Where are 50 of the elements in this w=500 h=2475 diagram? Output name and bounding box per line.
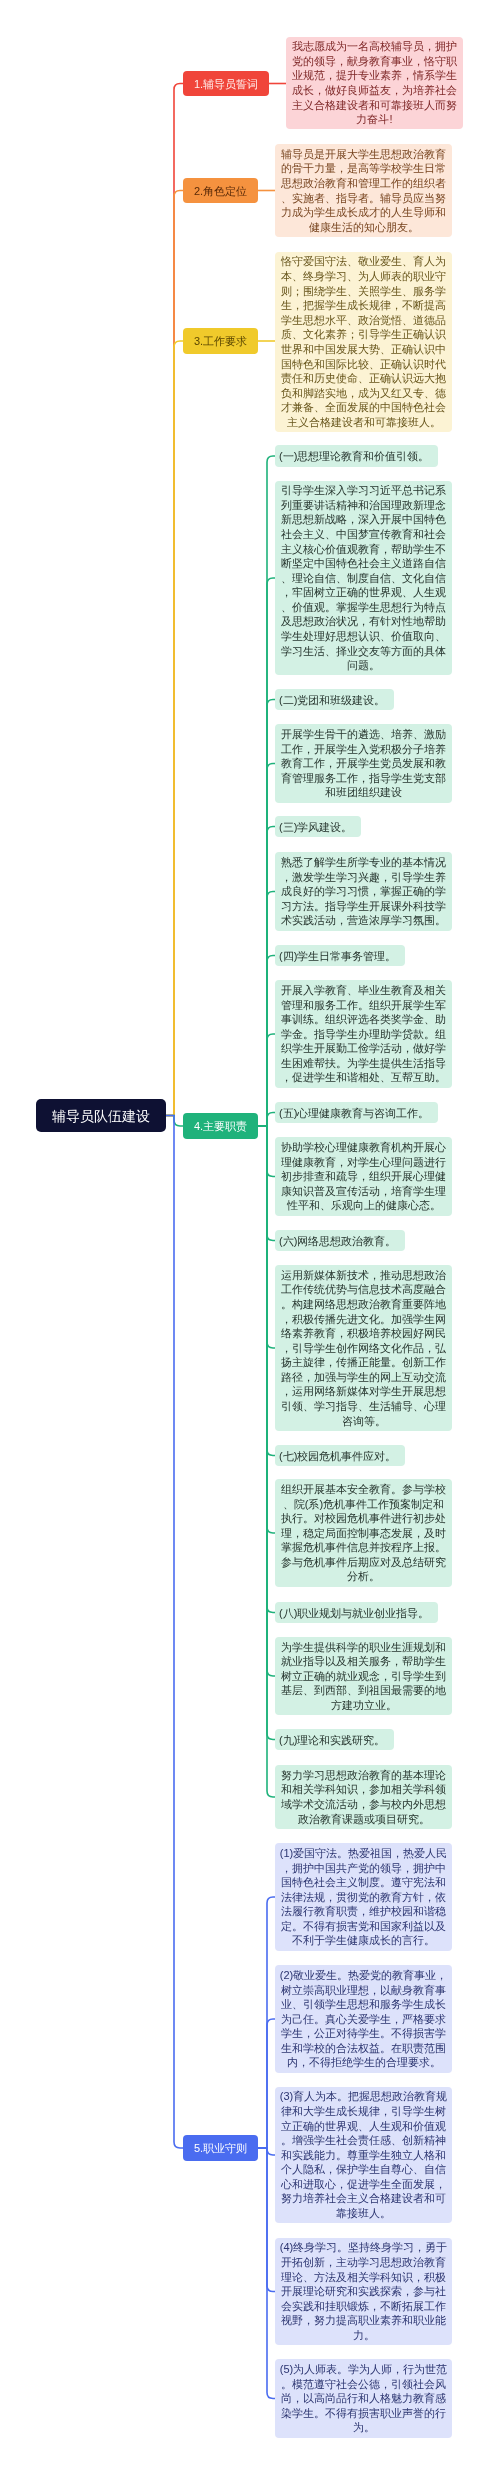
central-topic-box — [36, 1099, 166, 1132]
connector-line — [257, 2147, 276, 2400]
subtopic-box — [275, 445, 439, 467]
note-text: 开展入学教育、毕业生教育及相关管理和服务工作。组织开展学生军事训练。组织评选各类奖学金、助学金。指导学生办理助学贷款。组织学生开展勤工俭学活动，做好学生困难帮扶。为学生提供生活指导，促进学生和谐相处、互帮互助。 — [280, 982, 447, 1086]
note-text: 协助学校心理健康教育机构开展心理健康教育，对学生心理问题进行初步排查和疏导，组织开展心理健康知识普及宣传活动，培育学生理性平和、乐观向上的健康心态。 — [280, 1140, 447, 1213]
branch-topic-box — [183, 178, 258, 203]
subtopic-text: (二)党团和班级建设。 — [279, 692, 386, 707]
branch-topic-box — [183, 1113, 258, 1139]
subtopic-text: (三)学风建设。 — [279, 819, 353, 834]
subtopic-text: (一)思想理论教育和价值引领。 — [279, 449, 430, 463]
connector-line — [257, 340, 276, 342]
subtopic-text: (四)学生日常事务管理。 — [279, 948, 397, 963]
subtopic-box — [275, 945, 406, 966]
note-text: (3)育人为本。把握思想政治教育规律和大学生成长规律，引导学生树立正确的世界观、人生观和价值观。增强学生社会责任感、创新精神和实践能力。尊重学生独立人格和个人隐私，保护学生自尊心、自信心和进取心，促进学生全面发展，努力培养社会主义合格建设者和可靠接班人。 — [279, 2089, 448, 2221]
subtopic-box — [275, 816, 362, 837]
subtopic-text: (九)理论和实践研究。 — [279, 1732, 386, 1747]
branch-topic-text: 1.辅导员誓词 — [193, 76, 259, 91]
subtopic-box — [275, 1102, 439, 1123]
subtopic-box — [275, 1729, 395, 1750]
note-text: 开展学生骨干的遴选、培养、激励工作，开展学生入党积极分子培养教育工作，开展学生党员发展和教育管理服务工作，指导学生党支部和班团组织建设 — [280, 727, 447, 800]
branch-topic-text: 2.角色定位 — [193, 183, 248, 198]
note-text: 辅导员是开展大学生思想政治教育的骨干力量，是高等学校学生日常思想政治教育和管理工作的组织者、实施者、指导者。辅导员应当努力成为学生成长成才的人生导师和健康生活的知心朋友。 — [280, 146, 447, 235]
note-text: 我志愿成为一名高校辅导员，拥护党的领导，献身教育事业，恪守职业规范，提升专业素养，情系学生成长，做好良师益友，为培养社会主义合格建设者和可靠接班人而努力奋斗! — [291, 39, 458, 127]
subtopic-text: (七)校园危机事件应对。 — [279, 1448, 397, 1463]
subtopic-box — [275, 1445, 406, 1466]
note-text: (1)爱国守法。热爱祖国，热爱人民，拥护中国共产党的领导，拥护中国特色社会主义制度。遵守宪法和法律法规，贯彻党的教育方针，依法履行教育职责，维护校园和谐稳定。不得有损害党和国家利益以及不利于学生健康成长的言行。 — [279, 1845, 448, 1949]
central-topic-text: 辅导员队伍建设 — [52, 1106, 150, 1125]
connector-line — [165, 1114, 184, 2149]
subtopic-text: (六)网络思想政治教育。 — [279, 1233, 397, 1248]
subtopic-box — [275, 1602, 439, 1623]
note-text: 组织开展基本安全教育。参与学校、院(系)危机事件工作预案制定和执行。对校园危机事件进行初步处理，稳定局面控制事态发展，及时掌握危机事件信息并按程序上报。参与危机事件后期应对及总结研究分析。 — [280, 1481, 447, 1585]
note-text: 为学生提供科学的职业生涯规划和就业指导以及相关服务，帮助学生树立正确的就业观念，引导学生到基层、到西部、到祖国最需要的地方建功立业。 — [280, 1639, 447, 1713]
subtopic-text: (五)心理健康教育与咨询工作。 — [279, 1105, 430, 1120]
note-text: 努力学习思想政治教育的基本理论和相关学科知识，参加相关学科领域学术交流活动，参与校内外思想政治教育课题或项目研究。 — [280, 1767, 447, 1827]
note-text: (4)终身学习。坚持终身学习，勇于开拓创新，主动学习思想政治教育理论、方法及相关学科知识，积极开展理论研究和实践探索，参与社会实践和挂职锻炼，不断拓展工作视野，努力提高职业素养和职业能力。 — [279, 2240, 448, 2343]
branch-topic-box — [183, 328, 258, 354]
subtopic-box — [275, 1230, 406, 1251]
note-text: (2)敬业爱生。热爱党的教育事业，树立崇高职业理想，以献身教育事业、引领学生思想和服务学生成长为己任。真心关爱学生，严格要求学生，公正对待学生。不得损害学生和学校的合法权益。在职责范围内，不得拒绝学生的合理要求。 — [279, 1967, 448, 2071]
note-text: (5)为人师表。学为人师，行为世范。模范遵守社会公德，引领社会风尚，以高尚品行和人格魅力教育感染学生。不得有损害职业声誉的行为。 — [279, 2362, 448, 2435]
branch-topic-text: 3.工作要求 — [193, 334, 248, 348]
subtopic-box — [275, 689, 395, 710]
branch-topic-text: 4.主要职责 — [193, 1119, 248, 1133]
branch-topic-box — [183, 71, 269, 96]
note-text: 运用新媒体新技术，推动思想政治工作传统优势与信息技术高度融合。构建网络思想政治教育重要阵地，积极传播先进文化。加强学生网络素养教育，积极培养校园好网民，引导学生创作网络文化作品，弘扬主旋律，传播正能量。创新工作路径，加强与学生的网上互动交流，运用网络新媒体对学生开展思想引领、学习指导、生活辅导、心理咨询等。 — [280, 1267, 447, 1429]
branch-topic-box — [183, 2135, 258, 2161]
branch-topic-text: 5.职业守则 — [193, 2141, 248, 2155]
note-text: 熟悉了解学生所学专业的基本情况，激发学生学习兴趣，引导学生养成良好的学习习惯，掌握正确的学习方法。指导学生开展课外科技学术实践活动，营造浓厚学习氛围。 — [280, 855, 447, 928]
note-text: 引导学生深入学习习近平总书记系列重要讲话精神和治国理政新理念新思想新战略，深入开展中国特色社会主义、中国梦宣传教育和社会主义核心价值观教育，帮助学生不断坚定中国特色社会主义道路自信、理论自信、制度自信、文化自信，牢固树立正确的世界观、人生观、价值观。掌握学生思想行为特点及思想政治状况，有针对性地帮助学生处理好思想认识、价值取向、学习生活、择业交友等方面的具体问题。 — [280, 483, 447, 673]
note-text: 恪守爱国守法、敬业爱生、育人为本、终身学习、为人师表的职业守则；围绕学生、关照学生、服务学生，把握学生成长规律，不断提高学生思想水平、政治觉悟、道德品质、文化素养；引导学生正确认识世界和中国发展大势、正确认识中国特色和国际比较、正确认识时代责任和历史使命、正确认识远大抱负和脚踏实地，成为又红又专、德才兼备、全面发展的中国特色社会主义合格建设者和可靠接班人。 — [280, 254, 447, 430]
subtopic-text: (八)职业规划与就业创业指导。 — [279, 1605, 430, 1620]
